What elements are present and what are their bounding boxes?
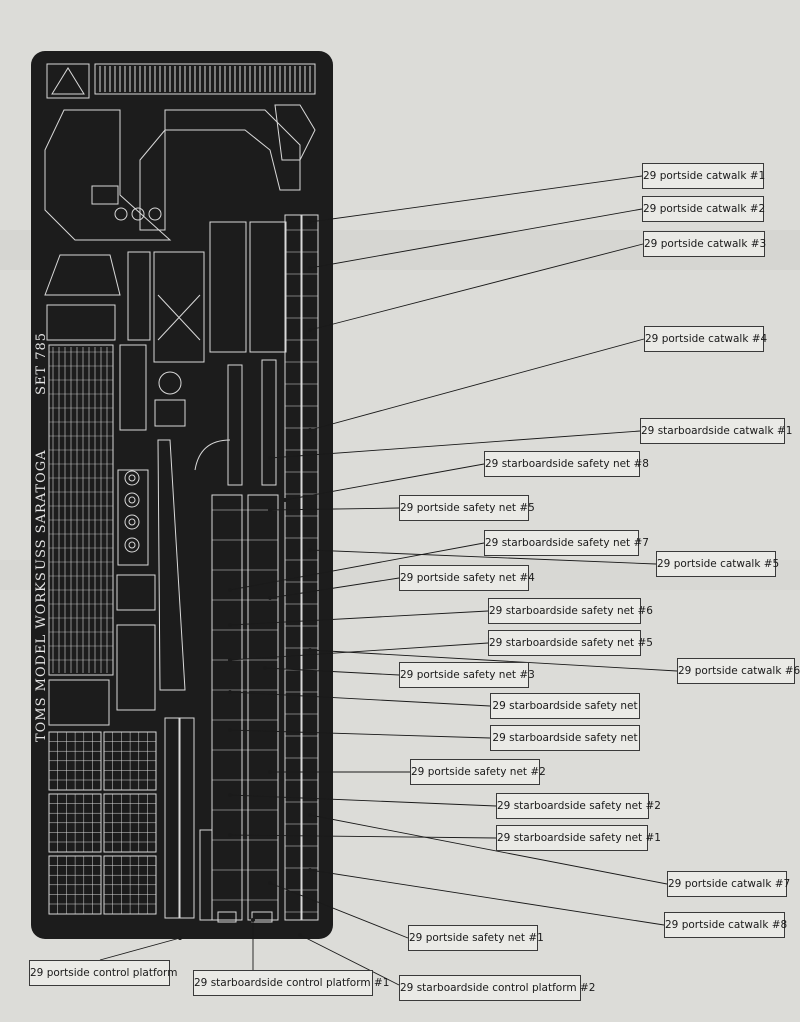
leader-line xyxy=(229,834,497,839)
label-starboardside-safety-net-1: 29 starboardside safety net #1 xyxy=(496,825,661,851)
leader-point xyxy=(228,793,232,797)
leader-line xyxy=(309,208,643,269)
label-portside-catwalk-2: 29 portside catwalk #2 xyxy=(642,196,765,222)
leader-line xyxy=(299,934,400,986)
label-portside-catwalk-3: 29 portside catwalk #3 xyxy=(643,231,766,257)
photo-etch-fret xyxy=(31,51,333,939)
label-portside-catwalk-5: 29 portside catwalk #5 xyxy=(656,551,779,577)
leader-line xyxy=(269,507,400,511)
leader-point xyxy=(251,918,255,922)
leader-line xyxy=(269,577,400,599)
leader-line xyxy=(269,430,641,459)
leader-line xyxy=(229,642,489,661)
leader-line xyxy=(309,243,644,331)
catwalk-strip xyxy=(284,214,302,921)
leader-line xyxy=(309,175,643,223)
leader-point xyxy=(308,328,312,332)
leader-point xyxy=(308,648,312,652)
leader-point xyxy=(263,666,267,670)
leader-point xyxy=(308,868,312,872)
deck-panel-part xyxy=(48,344,114,676)
label-portside-safety-net-1: 29 portside safety net #1 xyxy=(408,925,544,951)
leader-line xyxy=(309,869,665,926)
leader-point xyxy=(268,596,272,600)
leader-point xyxy=(308,813,312,817)
leader-line xyxy=(229,794,497,807)
leader-line xyxy=(229,729,491,739)
label-portside-catwalk-4: 29 portside catwalk #4 xyxy=(644,326,767,352)
leader-point xyxy=(228,623,232,627)
leader-point xyxy=(268,456,272,460)
label-starboardside-control-platform-2: 29 starboardside control platform #2 xyxy=(399,975,595,1001)
leader-point xyxy=(268,508,272,512)
leader-point xyxy=(268,881,272,885)
label-starboardside-safety-net-7: 29 starboardside safety net #7 xyxy=(484,530,649,556)
leader-point xyxy=(228,833,232,837)
label-starboardside-safety-net-6: 29 starboardside safety net #6 xyxy=(488,598,653,624)
top-grille-part xyxy=(94,63,316,95)
label-starboardside-safety-net-8: 29 starboardside safety net #8 xyxy=(484,451,649,477)
label-starboardside-control-platform-1: 29 starboardside control platform #1 xyxy=(193,970,389,996)
label-starboardside-safety-net-a: 29 starboardside safety net xyxy=(490,693,640,719)
leader-point xyxy=(178,936,182,940)
leader-point xyxy=(298,933,302,937)
leader-line xyxy=(269,882,409,939)
leader-point xyxy=(308,220,312,224)
label-portside-catwalk-6: 29 portside catwalk #6 xyxy=(677,658,800,684)
leader-point xyxy=(228,588,232,592)
leader-line xyxy=(309,814,668,885)
ship-name-text: USS SARATOGA xyxy=(34,449,49,570)
leader-line xyxy=(229,542,485,591)
leader-line xyxy=(309,338,645,431)
label-portside-safety-net-2: 29 portside safety net #2 xyxy=(410,759,546,785)
leader-line xyxy=(284,463,485,501)
leader-point xyxy=(308,428,312,432)
label-starboardside-safety-net-2: 29 starboardside safety net #2 xyxy=(496,793,661,819)
leader-point xyxy=(268,770,272,774)
label-portside-catwalk-8: 29 portside catwalk #8 xyxy=(664,912,787,938)
leader-line xyxy=(99,937,181,961)
label-starboardside-safety-net-5: 29 starboardside safety net #5 xyxy=(488,630,653,656)
leader-line xyxy=(229,610,489,626)
leader-line xyxy=(264,667,400,676)
leader-point xyxy=(308,266,312,270)
leader-point xyxy=(308,548,312,552)
leader-point xyxy=(228,690,232,694)
leader-line xyxy=(309,649,678,672)
label-starboardside-catwalk-1: 29 starboardside catwalk #1 xyxy=(640,418,792,444)
safety-net-strip-left xyxy=(211,494,243,921)
brand-text: TOMS MODEL WORKS xyxy=(34,571,49,742)
corner-triangle-part xyxy=(46,63,90,99)
label-portside-control-platform: 29 portside control platform xyxy=(29,960,177,986)
set-number-text: SET 785 xyxy=(34,332,49,395)
leader-line xyxy=(229,691,491,707)
bent-catwalk-part xyxy=(44,109,172,241)
label-portside-safety-net-4: 29 portside safety net #4 xyxy=(399,565,535,591)
leader-point xyxy=(228,658,232,662)
leader-point xyxy=(228,728,232,732)
label-starboardside-safety-net-b: 29 starboardside safety net xyxy=(490,725,640,751)
label-portside-safety-net-5: 29 portside safety net #5 xyxy=(399,495,535,521)
label-portside-catwalk-1: 29 portside catwalk #1 xyxy=(642,163,765,189)
label-portside-catwalk-7: 29 portside catwalk #7 xyxy=(667,871,790,897)
leader-line xyxy=(309,549,657,565)
leader-point xyxy=(283,498,287,502)
label-portside-safety-net-3: 29 portside safety net #3 xyxy=(399,662,535,688)
safety-net-strip-right xyxy=(247,494,279,921)
